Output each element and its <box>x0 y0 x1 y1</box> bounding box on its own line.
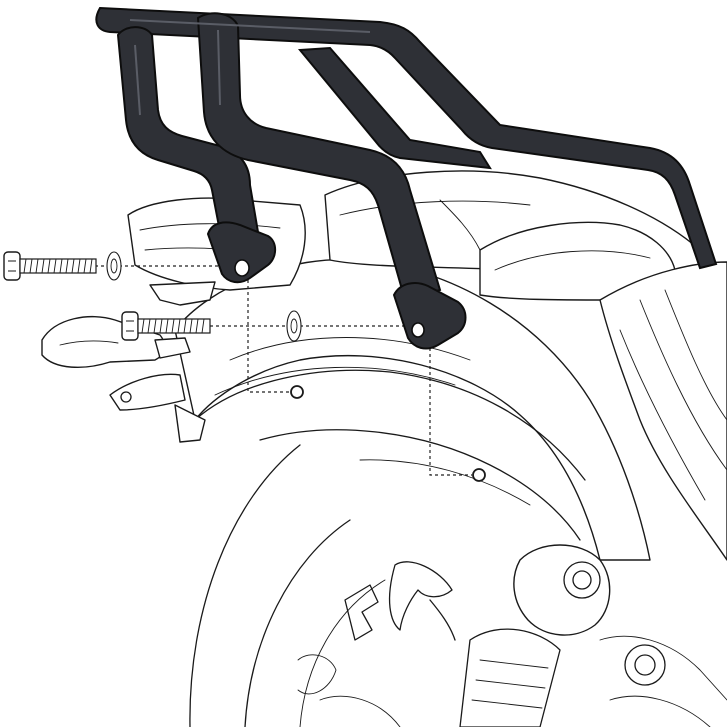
rack-cross-tube <box>297 46 492 170</box>
mounting-hole-icon <box>290 385 304 399</box>
shock-absorber-icon <box>459 544 727 727</box>
seat-icon <box>324 170 701 321</box>
side-panel <box>599 261 727 561</box>
rack-top-rail <box>95 6 718 270</box>
hardware <box>3 251 486 482</box>
rack-front-mount <box>206 221 277 284</box>
guide-line-lower-drop <box>429 330 472 476</box>
hex-bolt-icon <box>3 251 97 281</box>
luggage-rack-icon <box>95 6 718 350</box>
rear-wheel-icon <box>189 444 456 727</box>
motorcycle-body <box>41 170 727 727</box>
rack-left-upright <box>116 26 260 244</box>
hex-bolt-icon <box>121 311 211 341</box>
washer-icon <box>106 251 122 281</box>
washer-icon <box>286 310 302 342</box>
mounting-hole-icon <box>472 468 486 482</box>
guide-line-upper-drop <box>247 268 290 393</box>
